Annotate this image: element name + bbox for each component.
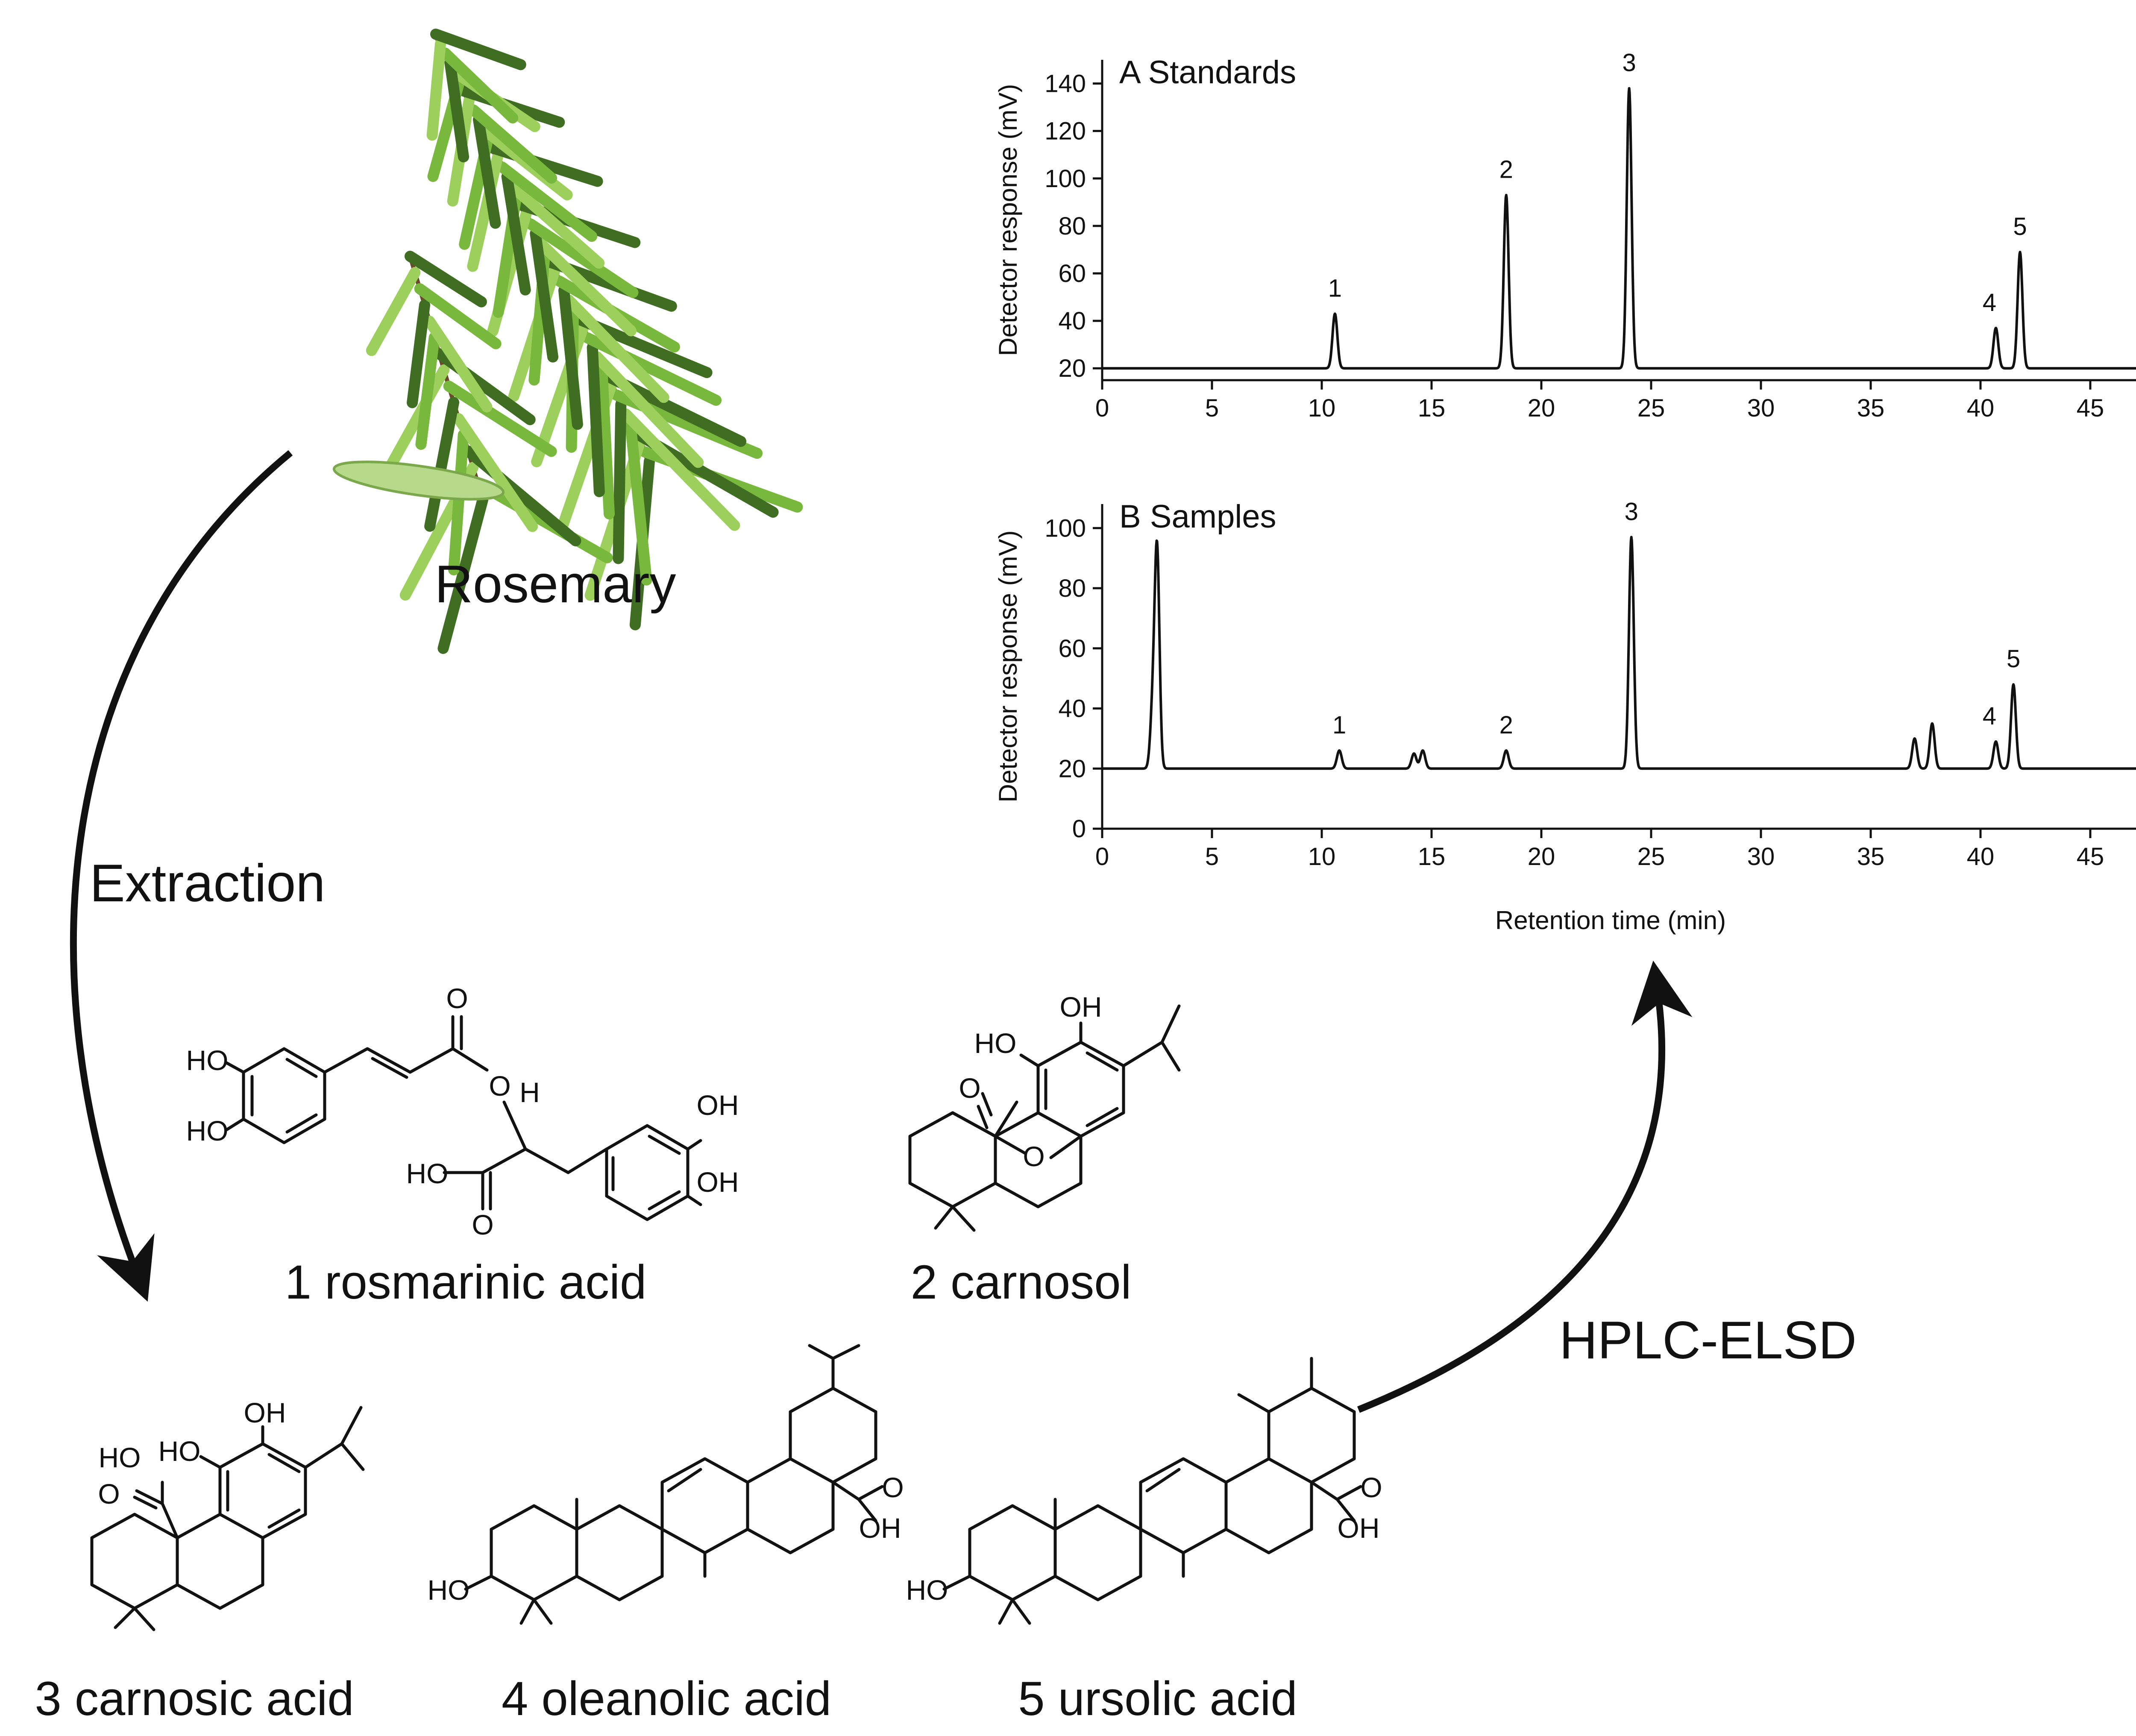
atom-o: O <box>98 1478 120 1510</box>
compound-name-4: 4 oleanolic acid <box>502 1672 831 1725</box>
y-tick-label: 100 <box>1045 165 1086 193</box>
x-tick-label: 5 <box>1205 843 1219 871</box>
peak-label: 3 <box>1622 49 1636 77</box>
y-tick-label: 60 <box>1058 635 1086 663</box>
x-tick-label: 40 <box>1967 394 1995 422</box>
y-tick-label: 140 <box>1045 70 1086 98</box>
x-tick-label: 20 <box>1528 394 1555 422</box>
x-tick-label: 15 <box>1418 394 1446 422</box>
extraction-label: Extraction <box>90 854 325 913</box>
atom-ho: HO <box>974 1027 1017 1059</box>
x-tick-label: 30 <box>1747 843 1775 871</box>
peak-label: 2 <box>1499 156 1513 184</box>
y-tick-label: 20 <box>1058 355 1086 382</box>
x-tick-label: 35 <box>1857 843 1885 871</box>
compound-name-2: 2 carnosol <box>911 1255 1132 1309</box>
x-axis-label: Retention time (min) <box>1495 906 1726 935</box>
atom-o: O <box>1023 1141 1045 1172</box>
atom-ho: HO <box>158 1435 201 1467</box>
plant-label: Rosemary <box>434 555 676 614</box>
atom-h: H <box>519 1076 540 1108</box>
peak-label: 4 <box>1983 702 1996 730</box>
structure-ursolic-acid: HO O OH <box>906 1357 1382 1625</box>
atom-oh: OH <box>1060 991 1102 1023</box>
atom-ho: HO <box>99 1442 141 1473</box>
atom-oh: OH <box>1338 1512 1380 1544</box>
y-tick-label: 80 <box>1058 212 1086 240</box>
x-tick-label: 5 <box>1205 394 1219 422</box>
x-tick-label: 10 <box>1308 843 1336 871</box>
atom-oh: OH <box>697 1166 739 1198</box>
structure-carnosic-acid: OH HO HO O <box>90 1397 365 1631</box>
y-tick-label: 40 <box>1058 307 1086 335</box>
peak-label: 4 <box>1983 289 1996 317</box>
y-tick-label: 0 <box>1072 815 1086 843</box>
y-axis-label: Detector response (mV) <box>994 84 1022 356</box>
x-tick-label: 25 <box>1637 843 1665 871</box>
y-tick-label: 120 <box>1045 117 1086 145</box>
atom-ho: HO <box>406 1158 449 1189</box>
atom-ho: HO <box>186 1044 229 1076</box>
atom-o: O <box>489 1070 511 1102</box>
x-tick-label: 20 <box>1528 843 1555 871</box>
atom-ho: HO <box>186 1115 229 1147</box>
peak-label: 1 <box>1332 711 1346 739</box>
compound-name-1: 1 rosmarinic acid <box>285 1255 647 1309</box>
atom-oh: OH <box>859 1512 901 1544</box>
x-tick-label: 25 <box>1637 394 1665 422</box>
x-tick-label: 40 <box>1967 843 1995 871</box>
x-tick-label: 15 <box>1418 843 1446 871</box>
y-tick-label: 80 <box>1058 575 1086 602</box>
atom-oh: OH <box>244 1397 286 1428</box>
peak-label: 5 <box>2013 213 2027 240</box>
panel-title: A Standards <box>1119 54 1296 91</box>
x-tick-label: 0 <box>1095 843 1109 871</box>
atom-oh: OH <box>697 1089 739 1121</box>
x-tick-label: 45 <box>2077 843 2104 871</box>
x-tick-label: 10 <box>1308 394 1336 422</box>
y-tick-label: 60 <box>1058 260 1086 287</box>
structure-carnosol: OH HO O O <box>908 991 1181 1232</box>
peak-label: 2 <box>1499 711 1513 739</box>
panel-title: B Samples <box>1119 499 1276 535</box>
compound-name-3: 3 carnosic acid <box>35 1672 354 1725</box>
atom-o: O <box>882 1472 904 1503</box>
chromatogram-a: 0510152025303540455020406080100120140Det… <box>994 49 2136 422</box>
y-axis-label: Detector response (mV) <box>994 531 1022 803</box>
atom-o: O <box>472 1209 493 1240</box>
hplc-arrow <box>1357 960 1693 1413</box>
chromatogram-trace <box>1101 87 2136 370</box>
compound-name-5: 5 ursolic acid <box>1018 1672 1297 1725</box>
y-tick-label: 40 <box>1058 695 1086 723</box>
extraction-arrow <box>70 450 293 1302</box>
peak-label: 1 <box>1328 274 1342 302</box>
y-tick-label: 100 <box>1045 514 1086 542</box>
rosemary-illustration <box>332 29 803 654</box>
x-tick-label: 35 <box>1857 394 1885 422</box>
structure-rosmarinic-acid: HO HO O O H HO O OH OH <box>186 982 739 1240</box>
atom-ho: HO <box>906 1574 948 1606</box>
x-tick-label: 45 <box>2077 394 2104 422</box>
x-tick-label: 0 <box>1095 394 1109 422</box>
atom-ho: HO <box>428 1574 470 1606</box>
x-tick-label: 30 <box>1747 394 1775 422</box>
atom-o: O <box>446 982 468 1014</box>
atom-o: O <box>1360 1472 1382 1503</box>
method-label: HPLC-ELSD <box>1559 1311 1857 1370</box>
peak-label: 5 <box>2007 645 2020 673</box>
chromatogram-b: 05101520253035404550020406080100Detector… <box>994 498 2136 871</box>
chromatogram-trace <box>1101 536 2136 770</box>
peak-label: 3 <box>1625 498 1638 525</box>
structure-oleanolic-acid: HO O OH <box>428 1344 904 1625</box>
y-tick-label: 20 <box>1058 755 1086 783</box>
atom-o: O <box>959 1072 980 1104</box>
